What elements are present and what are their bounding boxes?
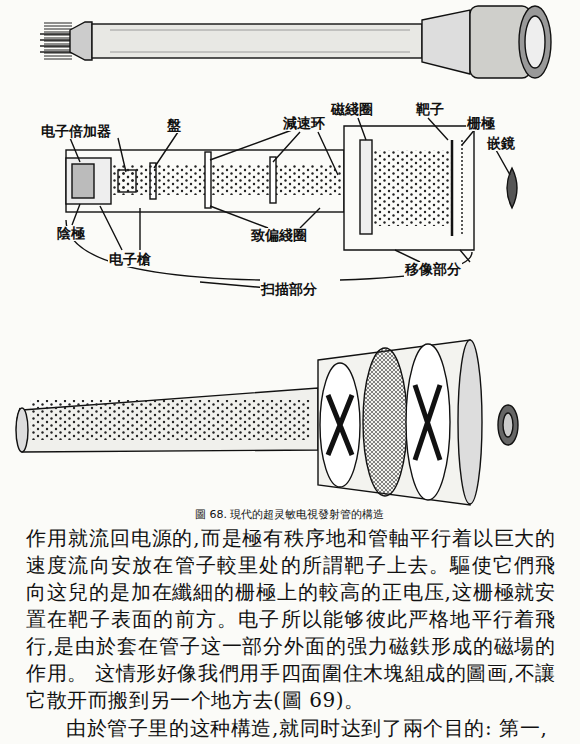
- part-label: 栅極: [466, 116, 496, 131]
- part-label: 靶子: [415, 102, 445, 117]
- body-paragraph: 由於管子里的这种構造,就同时达到了兩个目的: 第一,: [26, 715, 556, 742]
- part-label: 盤: [166, 118, 182, 133]
- part-label: 磁綫圈: [330, 102, 374, 117]
- part-label: 电子倍加器: [40, 124, 112, 139]
- part-label: 嵌鏡: [486, 136, 516, 151]
- figure-caption: 圖 68. 現代的超灵敏电視發射管的構造: [195, 508, 385, 521]
- part-label: 減速环: [282, 116, 326, 131]
- part-label: 陰極: [56, 226, 86, 241]
- part-label: 电子槍: [108, 252, 152, 267]
- part-label: 扫描部分: [260, 282, 318, 297]
- part-label: 致偏綫圈: [250, 228, 308, 243]
- part-label: 移像部分: [404, 262, 462, 277]
- body-paragraph: 作用就流回电源的,而是極有秩序地和管軸平行着以巨大的速度流向安放在管子較里处的所…: [26, 525, 556, 714]
